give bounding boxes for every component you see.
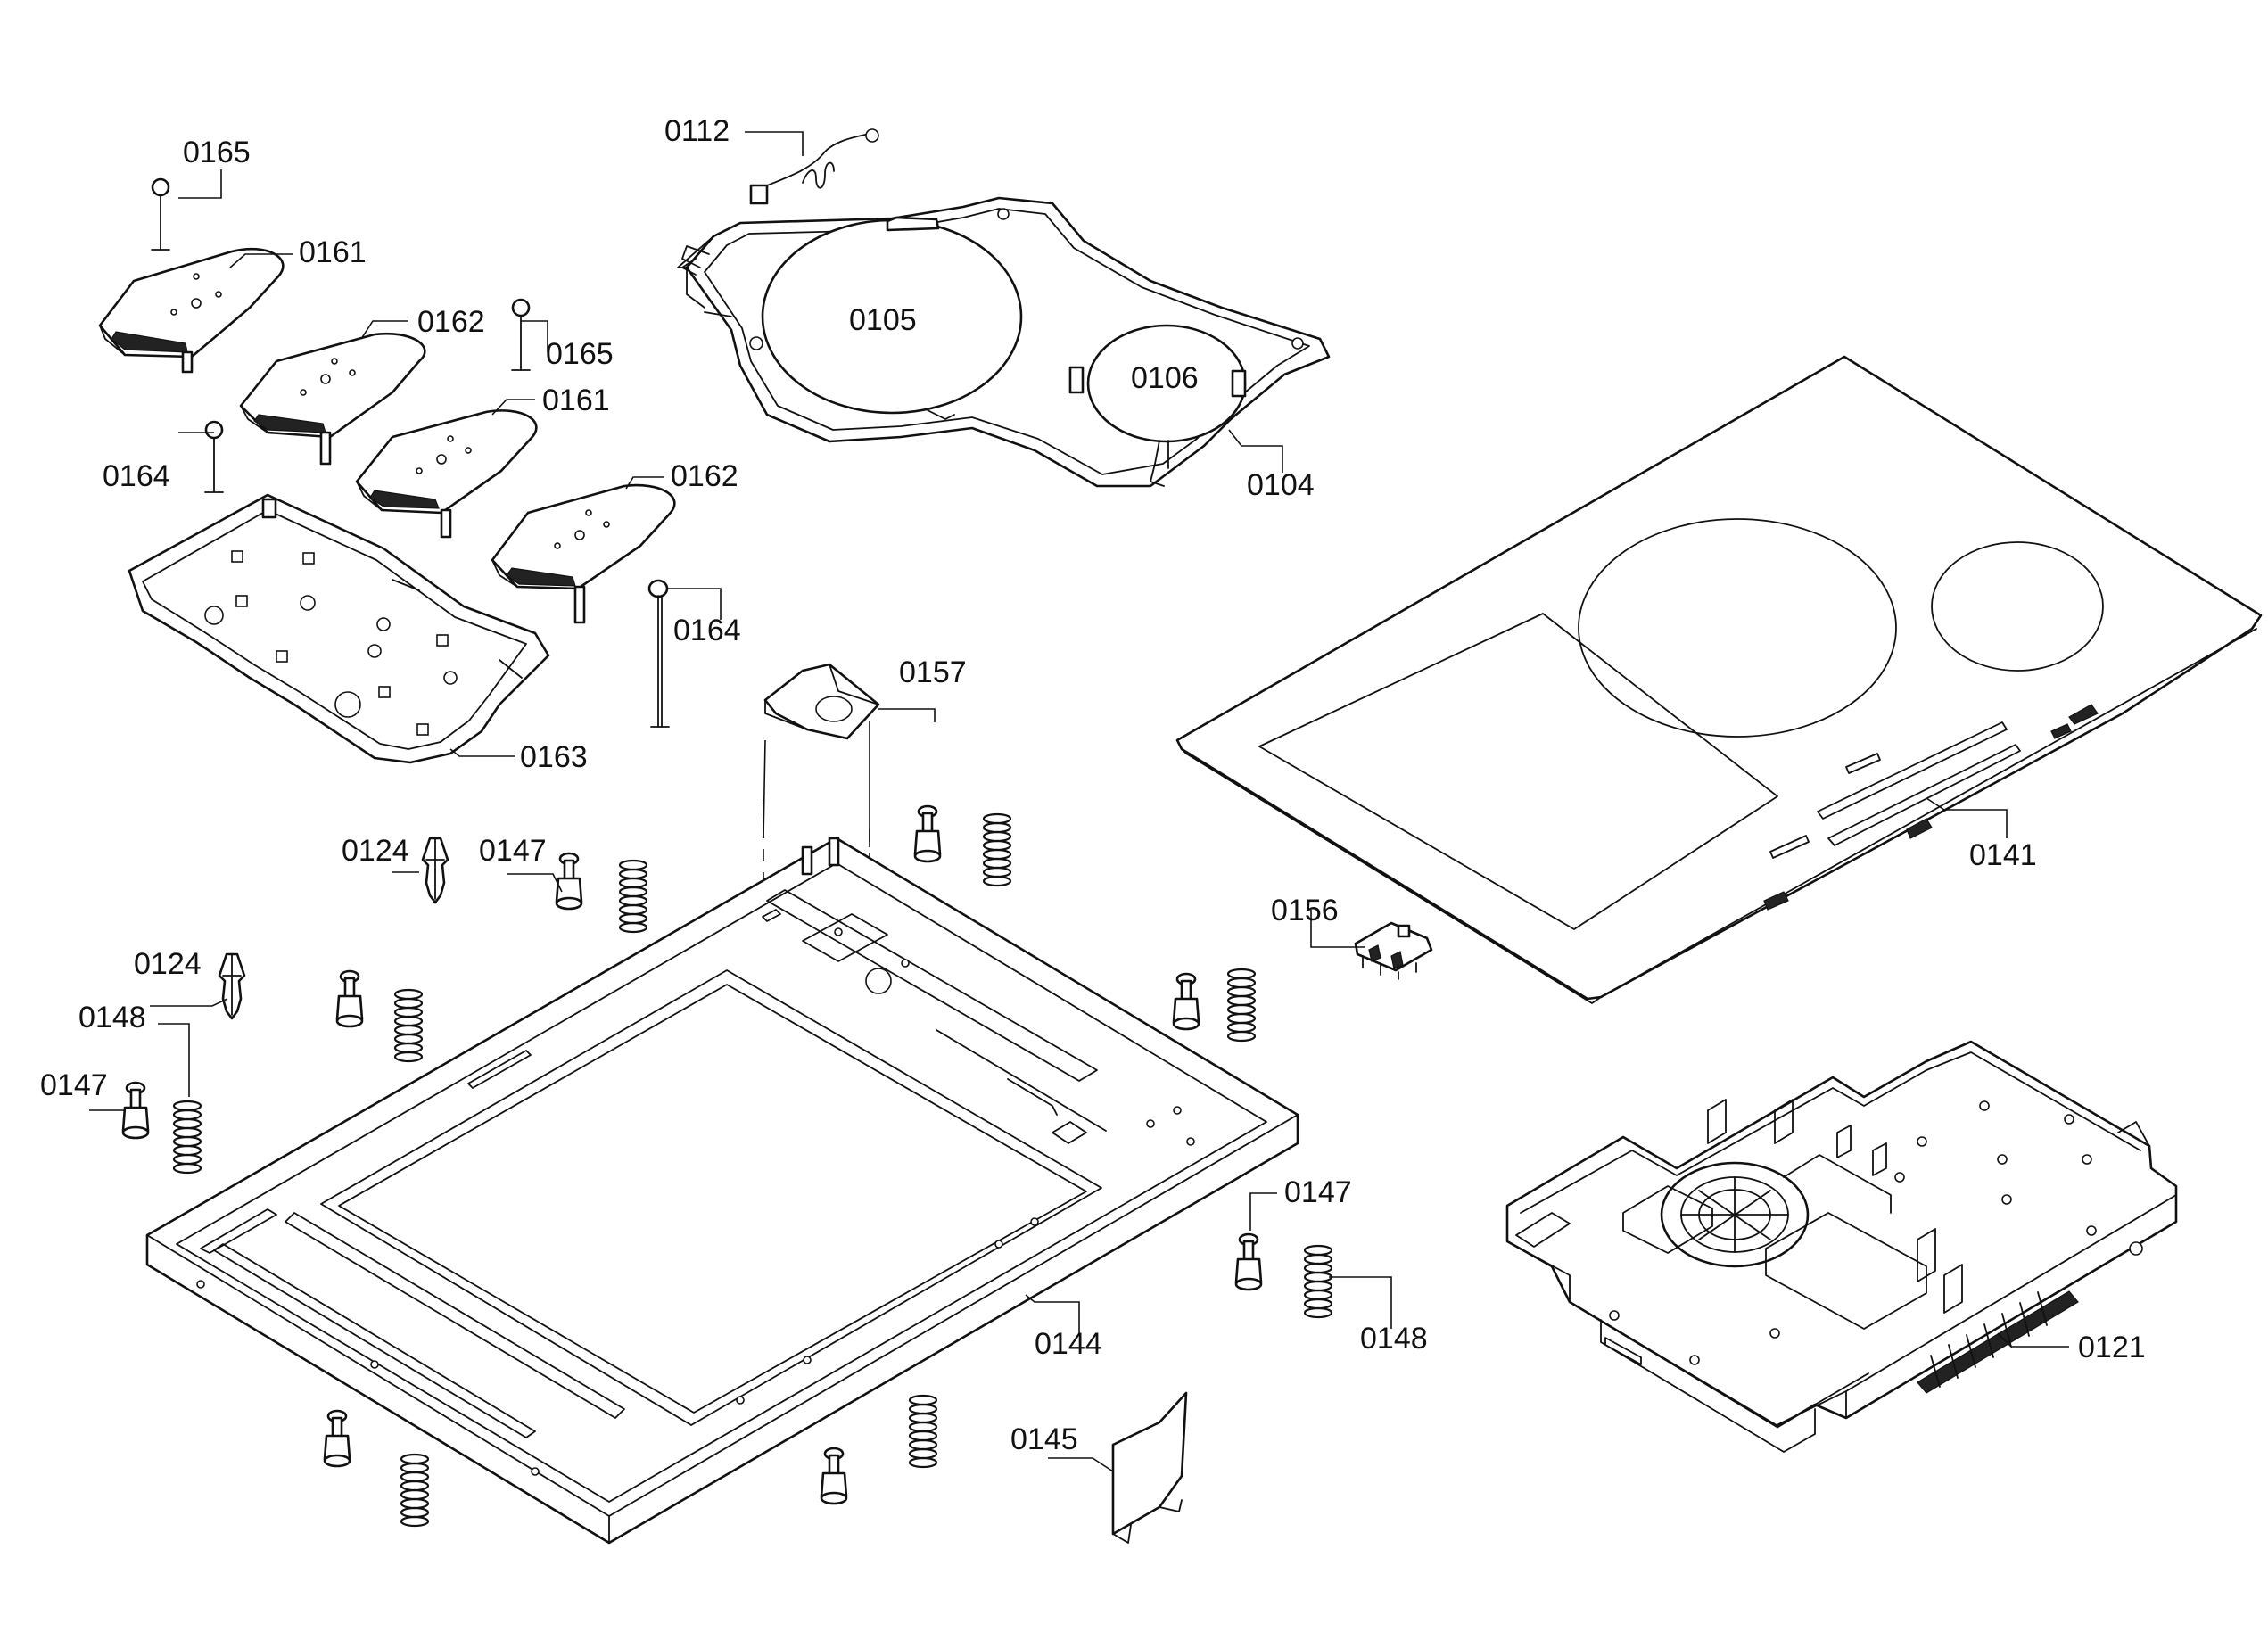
plate-0161-middle bbox=[355, 409, 538, 539]
spring-0148 bbox=[1226, 968, 1257, 1043]
bracket-0145 bbox=[1111, 1391, 1188, 1544]
foot-0147 bbox=[555, 852, 583, 911]
label-0162: 0162 bbox=[417, 305, 485, 339]
sensor-cable-part bbox=[749, 128, 879, 205]
top-small-plate-0161 bbox=[98, 247, 285, 374]
label-0141: 0141 bbox=[1969, 838, 2037, 872]
spring-0148 bbox=[982, 812, 1012, 887]
foot-0147 bbox=[121, 1081, 150, 1140]
spring-0148 bbox=[1303, 1244, 1333, 1319]
label-0165: 0165 bbox=[546, 337, 614, 371]
housing-tray-0144 bbox=[145, 837, 1299, 1545]
label-0164: 0164 bbox=[103, 459, 170, 493]
terminal-block-0156 bbox=[1354, 921, 1433, 980]
large-cooking-zone-coil bbox=[761, 216, 1023, 420]
label-0161: 0161 bbox=[542, 383, 610, 417]
label-0147: 0147 bbox=[40, 1068, 108, 1102]
bolt-0165-top bbox=[150, 177, 171, 251]
electronics-module-0121 bbox=[1505, 1040, 2178, 1453]
label-0106: 0106 bbox=[1131, 361, 1199, 395]
foot-0147 bbox=[1172, 972, 1200, 1031]
label-0124: 0124 bbox=[134, 947, 202, 981]
spring-0148 bbox=[400, 1453, 430, 1528]
label-0104: 0104 bbox=[1247, 468, 1315, 502]
spring-0148 bbox=[393, 988, 424, 1063]
label-0147: 0147 bbox=[1284, 1175, 1352, 1209]
label-0105: 0105 bbox=[849, 303, 917, 337]
spring-0148 bbox=[908, 1394, 938, 1469]
foot-0147 bbox=[323, 1409, 351, 1468]
plate-0162-lower bbox=[491, 483, 676, 624]
label-0112: 0112 bbox=[664, 114, 730, 148]
bracket-0157 bbox=[763, 663, 880, 847]
plate-0162-upper bbox=[239, 332, 426, 466]
label-0121: 0121 bbox=[2078, 1331, 2146, 1364]
label-0162: 0162 bbox=[671, 459, 738, 493]
small-cooking-zone-coil bbox=[1068, 324, 1247, 487]
clip-0124 bbox=[218, 952, 246, 1020]
label-0147: 0147 bbox=[479, 834, 547, 868]
label-0148: 0148 bbox=[78, 1001, 146, 1034]
label-0145: 0145 bbox=[1010, 1422, 1078, 1456]
foot-0147 bbox=[335, 969, 364, 1028]
label-0124: 0124 bbox=[342, 834, 409, 868]
label-0148: 0148 bbox=[1360, 1322, 1428, 1356]
label-0164: 0164 bbox=[673, 614, 741, 647]
label-0156: 0156 bbox=[1271, 894, 1339, 927]
label-0163: 0163 bbox=[520, 740, 588, 774]
bolt-0165-right bbox=[510, 298, 532, 372]
part-labels: 0112 0165 0161 0162 0165 0161 0164 0162 … bbox=[40, 114, 2146, 1456]
support-base-plate-0163 bbox=[128, 493, 550, 764]
foot-0147 bbox=[820, 1447, 848, 1505]
spring-0148 bbox=[172, 1100, 202, 1175]
label-0157: 0157 bbox=[899, 655, 967, 689]
foot-0147 bbox=[913, 804, 942, 863]
label-0144: 0144 bbox=[1035, 1327, 1102, 1361]
label-0165: 0165 bbox=[183, 136, 251, 169]
label-0161: 0161 bbox=[299, 235, 367, 269]
bolt-0164-long bbox=[647, 579, 670, 728]
leader-lines bbox=[89, 131, 2069, 1472]
foot-0147 bbox=[1234, 1232, 1263, 1291]
spring-0148 bbox=[618, 859, 648, 934]
ceramic-glass-top bbox=[1175, 355, 2263, 1004]
clip-0124 bbox=[421, 837, 449, 904]
